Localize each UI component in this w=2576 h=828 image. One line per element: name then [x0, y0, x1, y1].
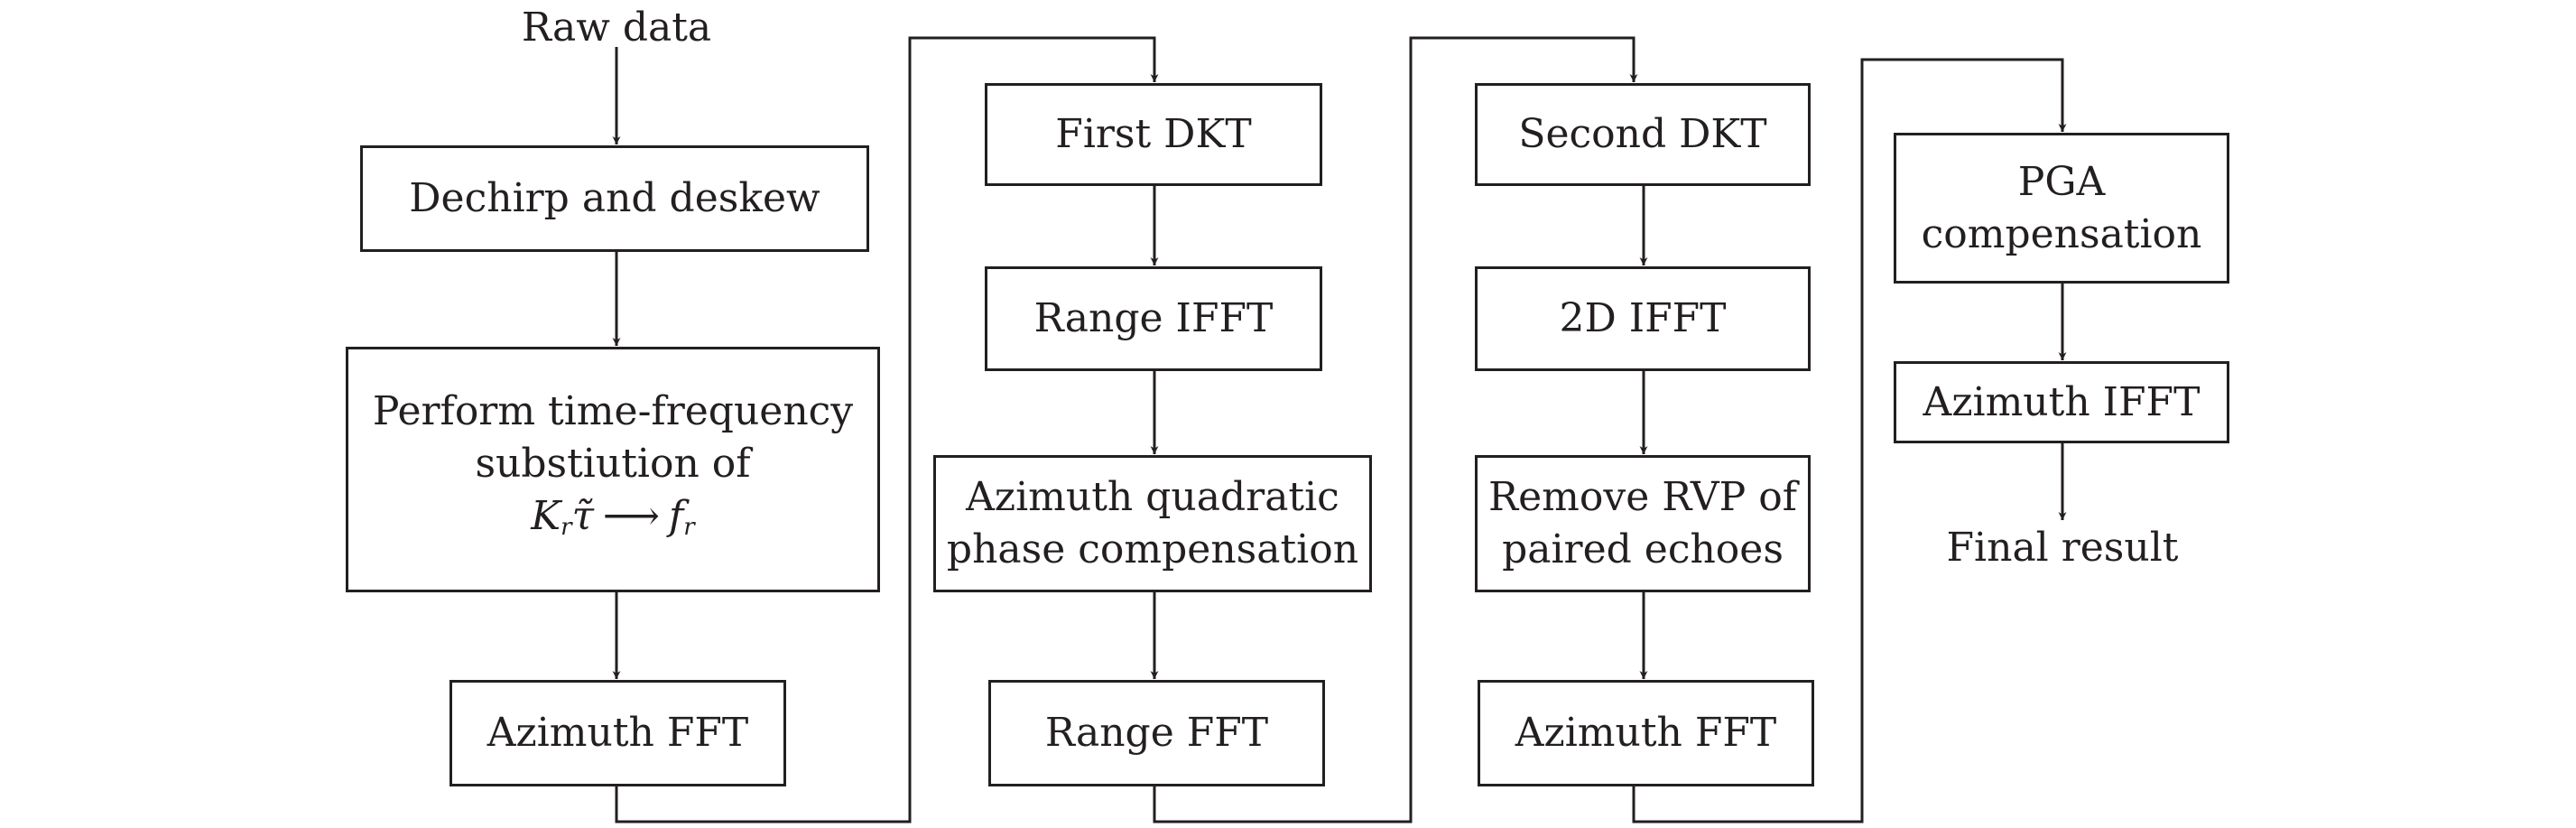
step-text: PGA [2017, 158, 2106, 205]
step-azimuth-fft-2: Azimuth FFT [1478, 680, 1814, 786]
formula-lhs-subscript: r [561, 514, 572, 541]
formula-tau: τ̃ [571, 493, 594, 539]
substitution-formula: Krτ̃⟶fr [531, 490, 694, 554]
step-second-dkt: Second DKT [1475, 83, 1811, 186]
step-text: First DKT [1055, 111, 1252, 157]
link-col1-to-col2 [615, 36, 1159, 823]
step-text: Remove RVP of [1488, 474, 1797, 520]
step-text: Perform time-frequency [372, 388, 854, 434]
step-first-dkt: First DKT [985, 83, 1322, 186]
step-text: Range FFT [1044, 710, 1269, 756]
step-text: Range IFFT [1033, 295, 1274, 341]
link-col2-to-col3 [1153, 36, 1638, 823]
step-azimuth-ifft: Azimuth IFFT [1894, 361, 2229, 443]
step-range-fft: Range FFT [988, 680, 1325, 786]
step-azimuth-quadratic-phase-compensation: Azimuth quadratic phase compensation [933, 455, 1372, 592]
step-time-frequency-substitution: Perform time-frequency substiution of Kr… [346, 347, 880, 592]
step-text: Azimuth quadratic [966, 474, 1339, 520]
step-remove-rvp-of-paired-echoes: Remove RVP of paired echoes [1475, 455, 1811, 592]
formula-rhs-subscript: r [683, 514, 695, 541]
step-text: Azimuth IFFT [1923, 378, 2201, 425]
step-text: paired echoes [1502, 526, 1784, 572]
step-text: Second DKT [1518, 111, 1767, 157]
link-col3-to-col4 [1632, 58, 2067, 823]
formula-lhs: K [531, 493, 561, 539]
step-text: Dechirp and deskew [409, 175, 820, 221]
step-text: Azimuth FFT [1515, 710, 1777, 756]
step-dechirp-and-deskew: Dechirp and deskew [360, 145, 869, 252]
formula-arrow: ⟶ [602, 493, 660, 539]
step-azimuth-fft-1: Azimuth FFT [449, 680, 786, 786]
start-label: Raw data [521, 5, 712, 51]
step-pga-compensation: PGA compensation [1894, 133, 2229, 284]
step-text: substiution of [475, 441, 751, 487]
step-text: Azimuth FFT [486, 710, 749, 756]
step-range-ifft: Range IFFT [985, 266, 1322, 371]
step-2d-ifft: 2D IFFT [1475, 266, 1811, 371]
step-text: phase compensation [946, 526, 1359, 572]
end-label: Final result [1946, 525, 2179, 571]
formula-rhs: f [669, 493, 684, 539]
step-text: compensation [1921, 210, 2202, 257]
step-text: 2D IFFT [1559, 295, 1727, 341]
